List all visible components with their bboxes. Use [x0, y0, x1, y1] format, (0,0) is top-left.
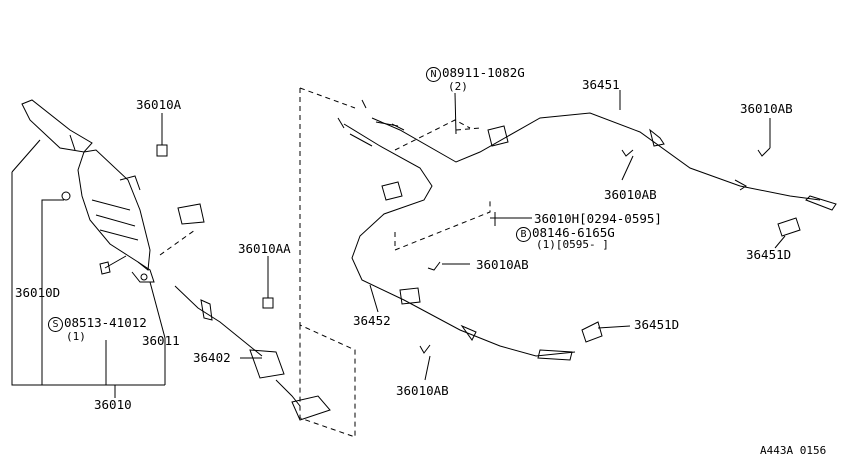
label-36011: 36011 — [142, 333, 180, 348]
label-36451D-lower: 36451D — [634, 317, 680, 332]
label-36451: 36451 — [582, 77, 620, 92]
n-symbol: N — [426, 67, 441, 82]
label-36452: 36452 — [353, 313, 391, 328]
phantom-lines — [159, 87, 491, 438]
s-symbol: S — [48, 317, 63, 332]
label-36010AB-top-right: 36010AB — [740, 101, 793, 116]
hand-lever-assembly — [21, 99, 155, 283]
leader-lines — [11, 90, 786, 398]
cable-clamp — [487, 125, 509, 147]
label-s-qty: (1) — [66, 330, 86, 343]
label-36010H: 36010H[0294-0595] — [534, 211, 662, 226]
b-part-number: 08146-6165G — [532, 225, 615, 240]
front-cable — [174, 285, 331, 421]
rear-cable-36451 — [361, 99, 837, 237]
label-36010D: 36010D — [15, 285, 61, 300]
label-36451D-upper: 36451D — [746, 247, 792, 262]
label-n-qty: (2) — [448, 80, 468, 93]
bracket — [177, 203, 205, 225]
label-36010A: 36010A — [136, 97, 182, 112]
s-part-number: 08513-41012 — [64, 315, 147, 330]
label-36010AB-bottom: 36010AB — [396, 383, 449, 398]
label-36010: 36010 — [94, 397, 132, 412]
label-b-qty: (1)[0595- ] — [536, 238, 609, 251]
label-36010AA: 36010AA — [238, 241, 291, 256]
label-36010AB-middle: 36010AB — [476, 257, 529, 272]
label-36010AB-center: 36010AB — [604, 187, 657, 202]
b-symbol: B — [516, 227, 531, 242]
label-36402: 36402 — [193, 350, 231, 365]
n-part-number: 08911-1082G — [442, 65, 525, 80]
bolts — [61, 118, 771, 354]
diagram-code: A443A 0156 — [760, 444, 827, 457]
rear-cable-36452 — [337, 117, 603, 361]
